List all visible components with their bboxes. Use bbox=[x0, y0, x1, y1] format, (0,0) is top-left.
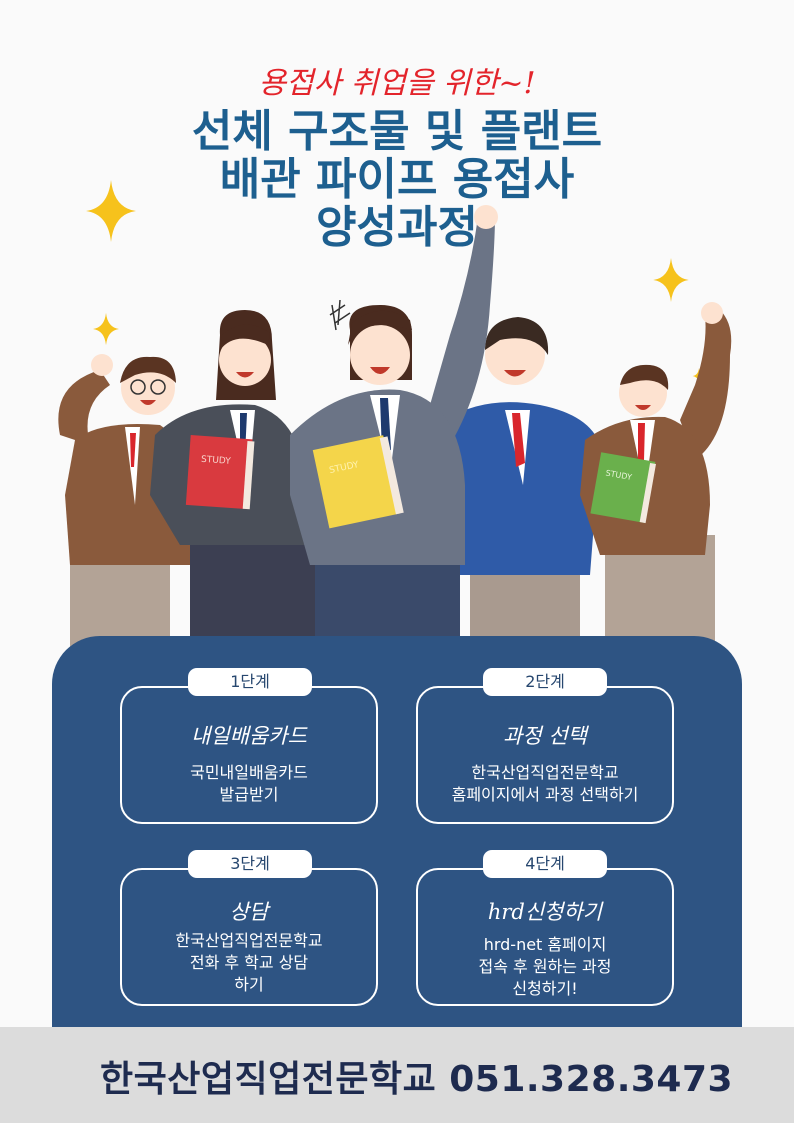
step-badge-2: 2단계 bbox=[483, 668, 607, 696]
step-card-title: 과정 선택 bbox=[503, 724, 587, 748]
step-card-title: hrd신청하기 bbox=[487, 900, 603, 924]
step-card-title: 상담 bbox=[229, 900, 269, 924]
svg-text:STUDY: STUDY bbox=[201, 455, 232, 467]
student-girl-red-book-icon: STUDY bbox=[150, 310, 320, 650]
footer-bar bbox=[0, 1027, 794, 1123]
student-center-yellow-book-icon: STUDY bbox=[290, 205, 498, 650]
sparkle-icon bbox=[86, 180, 136, 242]
step-badge-1: 1단계 bbox=[188, 668, 312, 696]
title-line-3: 양성과정 bbox=[316, 202, 478, 253]
step-card-title: 내일배움카드 bbox=[191, 724, 307, 748]
page-title: 선체 구조물 및 플랜트 배관 파이프 용접사 양성과정 bbox=[0, 108, 794, 252]
title-line-1: 선체 구조물 및 플랜트 bbox=[191, 106, 603, 157]
subtitle: 용접사 취업을 위한~! bbox=[258, 66, 536, 101]
title-line-2: 배관 파이프 용접사 bbox=[219, 154, 575, 205]
student-girl-green-book-icon: STUDY bbox=[580, 302, 732, 650]
students-illustration: STUDY STUDY bbox=[58, 205, 732, 650]
sparkle-icon bbox=[653, 258, 689, 302]
steps-panel bbox=[52, 636, 742, 1036]
step-badge-3: 3단계 bbox=[188, 850, 312, 878]
sparkle-icon bbox=[93, 312, 119, 346]
step-badge-4: 4단계 bbox=[483, 850, 607, 878]
footer-contact: 한국산업직업전문학교 051.328.3473 bbox=[100, 1059, 734, 1100]
student-boy-navy-icon bbox=[445, 317, 600, 650]
